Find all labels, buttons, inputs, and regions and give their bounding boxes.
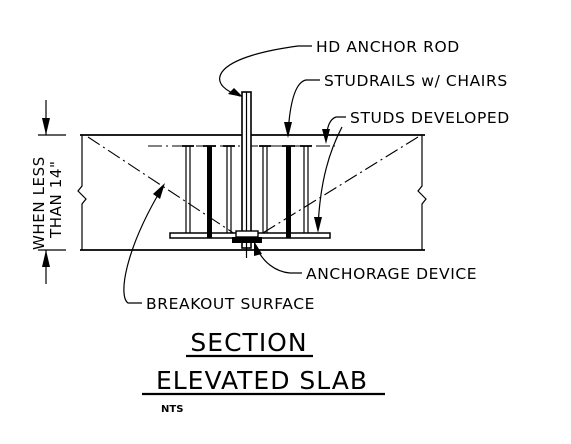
slab-break-right bbox=[417, 135, 427, 250]
label-studrails: STUDRAILS w/ CHAIRS bbox=[324, 72, 508, 90]
stud bbox=[300, 145, 312, 233]
label-studs-developed: STUDS DEVELOPED bbox=[350, 109, 510, 127]
leader-studrails bbox=[287, 79, 320, 135]
stud bbox=[182, 145, 194, 233]
arrow-anchorage-device bbox=[254, 241, 262, 256]
leader-hd-anchor-rod bbox=[219, 45, 312, 97]
slab-break-left bbox=[77, 135, 87, 250]
leader-studs-developed bbox=[325, 116, 346, 141]
label-breakout-surface: BREAKOUT SURFACE bbox=[146, 295, 315, 313]
title-section: SECTION bbox=[190, 328, 307, 357]
stud bbox=[223, 145, 235, 233]
title-block: SECTION ELEVATED SLAB NTS bbox=[142, 328, 385, 415]
arrow-studs-developed bbox=[322, 129, 330, 144]
breakout-cone bbox=[87, 136, 419, 237]
arrow-hd-anchor-rod bbox=[228, 88, 243, 97]
stud bbox=[259, 145, 271, 233]
slab-thickness-dimension bbox=[38, 100, 66, 284]
title-scale: NTS bbox=[161, 404, 183, 415]
arrow-breakout-surface bbox=[153, 183, 165, 199]
arrow-studs-developed-2 bbox=[314, 217, 322, 233]
anchorage-device bbox=[232, 230, 262, 243]
slab-outline bbox=[80, 134, 425, 251]
thickness-note-line1: WHEN LESS bbox=[30, 156, 48, 250]
stud bbox=[203, 145, 216, 238]
label-hd-anchor-rod: HD ANCHOR ROD bbox=[316, 38, 460, 56]
stud bbox=[282, 145, 295, 238]
label-anchorage-device: ANCHORAGE DEVICE bbox=[306, 265, 477, 283]
thickness-note-line2: THAN 14" bbox=[47, 161, 65, 239]
studs bbox=[182, 145, 312, 238]
title-elevated-slab: ELEVATED SLAB bbox=[156, 366, 368, 395]
leader-studs-developed-2 bbox=[317, 126, 343, 229]
leader-breakout-surface bbox=[123, 187, 163, 304]
arrow-studrails bbox=[284, 122, 292, 138]
hd-anchor-rod bbox=[241, 91, 252, 258]
